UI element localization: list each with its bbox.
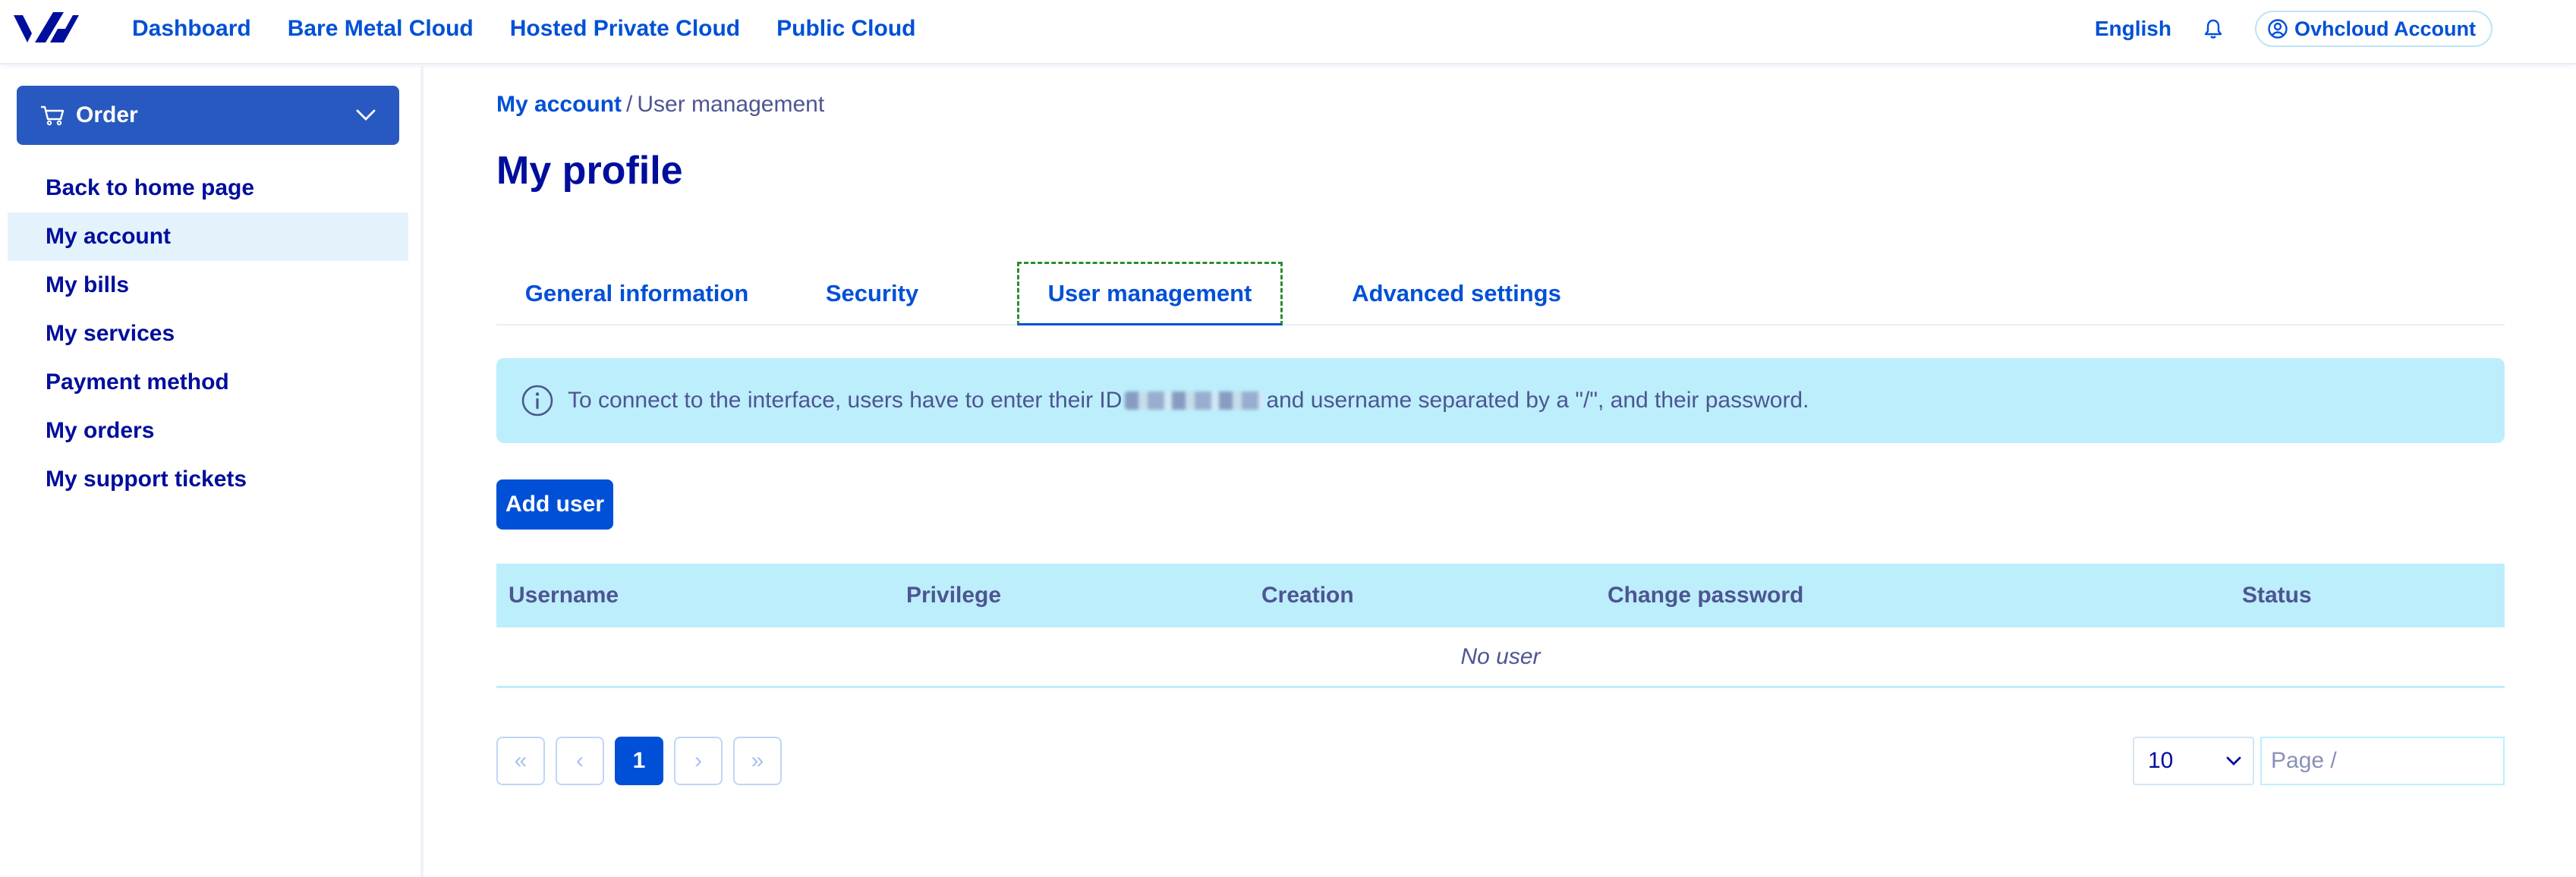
ovhcloud-logo[interactable] [9,8,79,50]
sidebar-item-my-orders[interactable]: My orders [46,418,155,443]
users-table: Username Privilege Creation Change passw… [496,564,2505,688]
page-1-button[interactable]: 1 [615,737,663,785]
nav-dashboard[interactable]: Dashboard [132,16,251,41]
main-nav: Dashboard Bare Metal Cloud Hosted Privat… [132,0,915,58]
order-label: Order [76,102,138,127]
chevron-down-icon [2226,756,2241,765]
top-right-actions: English Ovhcloud Account [2095,0,2493,58]
column-privilege[interactable]: Privilege [906,583,1002,608]
column-creation[interactable]: Creation [1261,583,1354,608]
empty-table-row: No user [496,627,2505,688]
breadcrumb: My account/User management [496,92,824,118]
sidebar-item-my-account[interactable]: My account [8,212,408,261]
first-page-button[interactable]: « [496,737,545,785]
column-change-password: Change password [1608,583,1804,608]
page-number-input[interactable]: Page / [2260,737,2505,785]
info-text-end: and username separated by a "/", and the… [1266,388,1809,413]
tab-advanced-settings[interactable]: Advanced settings [1352,280,1561,306]
sidebar-item-payment-method[interactable]: Payment method [46,369,229,394]
pagination: « ‹ 1 › » [496,737,782,785]
add-user-button[interactable]: Add user [496,479,613,530]
profile-tabs: General information Security User manage… [496,262,2505,325]
info-text-start: To connect to the interface, users have … [568,388,1123,413]
next-page-button[interactable]: › [674,737,723,785]
language-selector[interactable]: English [2094,17,2171,40]
breadcrumb-separator: / [626,92,633,117]
sidebar-item-back-to-home[interactable]: Back to home page [46,175,255,200]
nav-bare-metal-cloud[interactable]: Bare Metal Cloud [287,16,474,41]
page-title: My profile [496,149,683,193]
bell-icon[interactable] [2202,17,2225,40]
chevron-down-icon [356,109,376,121]
info-message: To connect to the interface, users have … [496,358,2505,443]
top-navbar: Dashboard Bare Metal Cloud Hosted Privat… [0,0,2576,64]
breadcrumb-current: User management [637,92,825,117]
column-status[interactable]: Status [2242,583,2312,608]
redacted-id [1125,391,1264,410]
tab-security[interactable]: Security [825,280,919,306]
order-button[interactable]: Order [17,86,399,145]
last-page-button[interactable]: » [733,737,782,785]
previous-page-button[interactable]: ‹ [556,737,604,785]
items-per-page-select[interactable]: 10 [2133,737,2254,785]
column-username[interactable]: Username [509,583,619,608]
sidebar-item-my-support-tickets[interactable]: My support tickets [46,467,247,492]
nav-hosted-private-cloud[interactable]: Hosted Private Cloud [509,16,741,41]
account-button[interactable]: Ovhcloud Account [2254,11,2493,47]
sidebar-item-my-services[interactable]: My services [46,321,175,346]
tab-user-management[interactable]: User management [1017,262,1283,325]
sidebar-item-my-bills[interactable]: My bills [46,272,130,297]
sidebar: Order Back to home page My account My bi… [0,66,424,877]
breadcrumb-my-account[interactable]: My account [496,92,622,117]
nav-public-cloud[interactable]: Public Cloud [776,16,916,41]
items-per-page-value: 10 [2148,748,2174,773]
cart-icon [41,105,65,126]
table-header: Username Privilege Creation Change passw… [496,564,2505,627]
info-icon [521,385,553,416]
tab-general-information[interactable]: General information [524,280,749,306]
user-circle-icon [2268,19,2288,39]
account-label: Ovhcloud Account [2294,17,2476,40]
sidebar-menu: Back to home page My account My bills My… [8,164,408,504]
